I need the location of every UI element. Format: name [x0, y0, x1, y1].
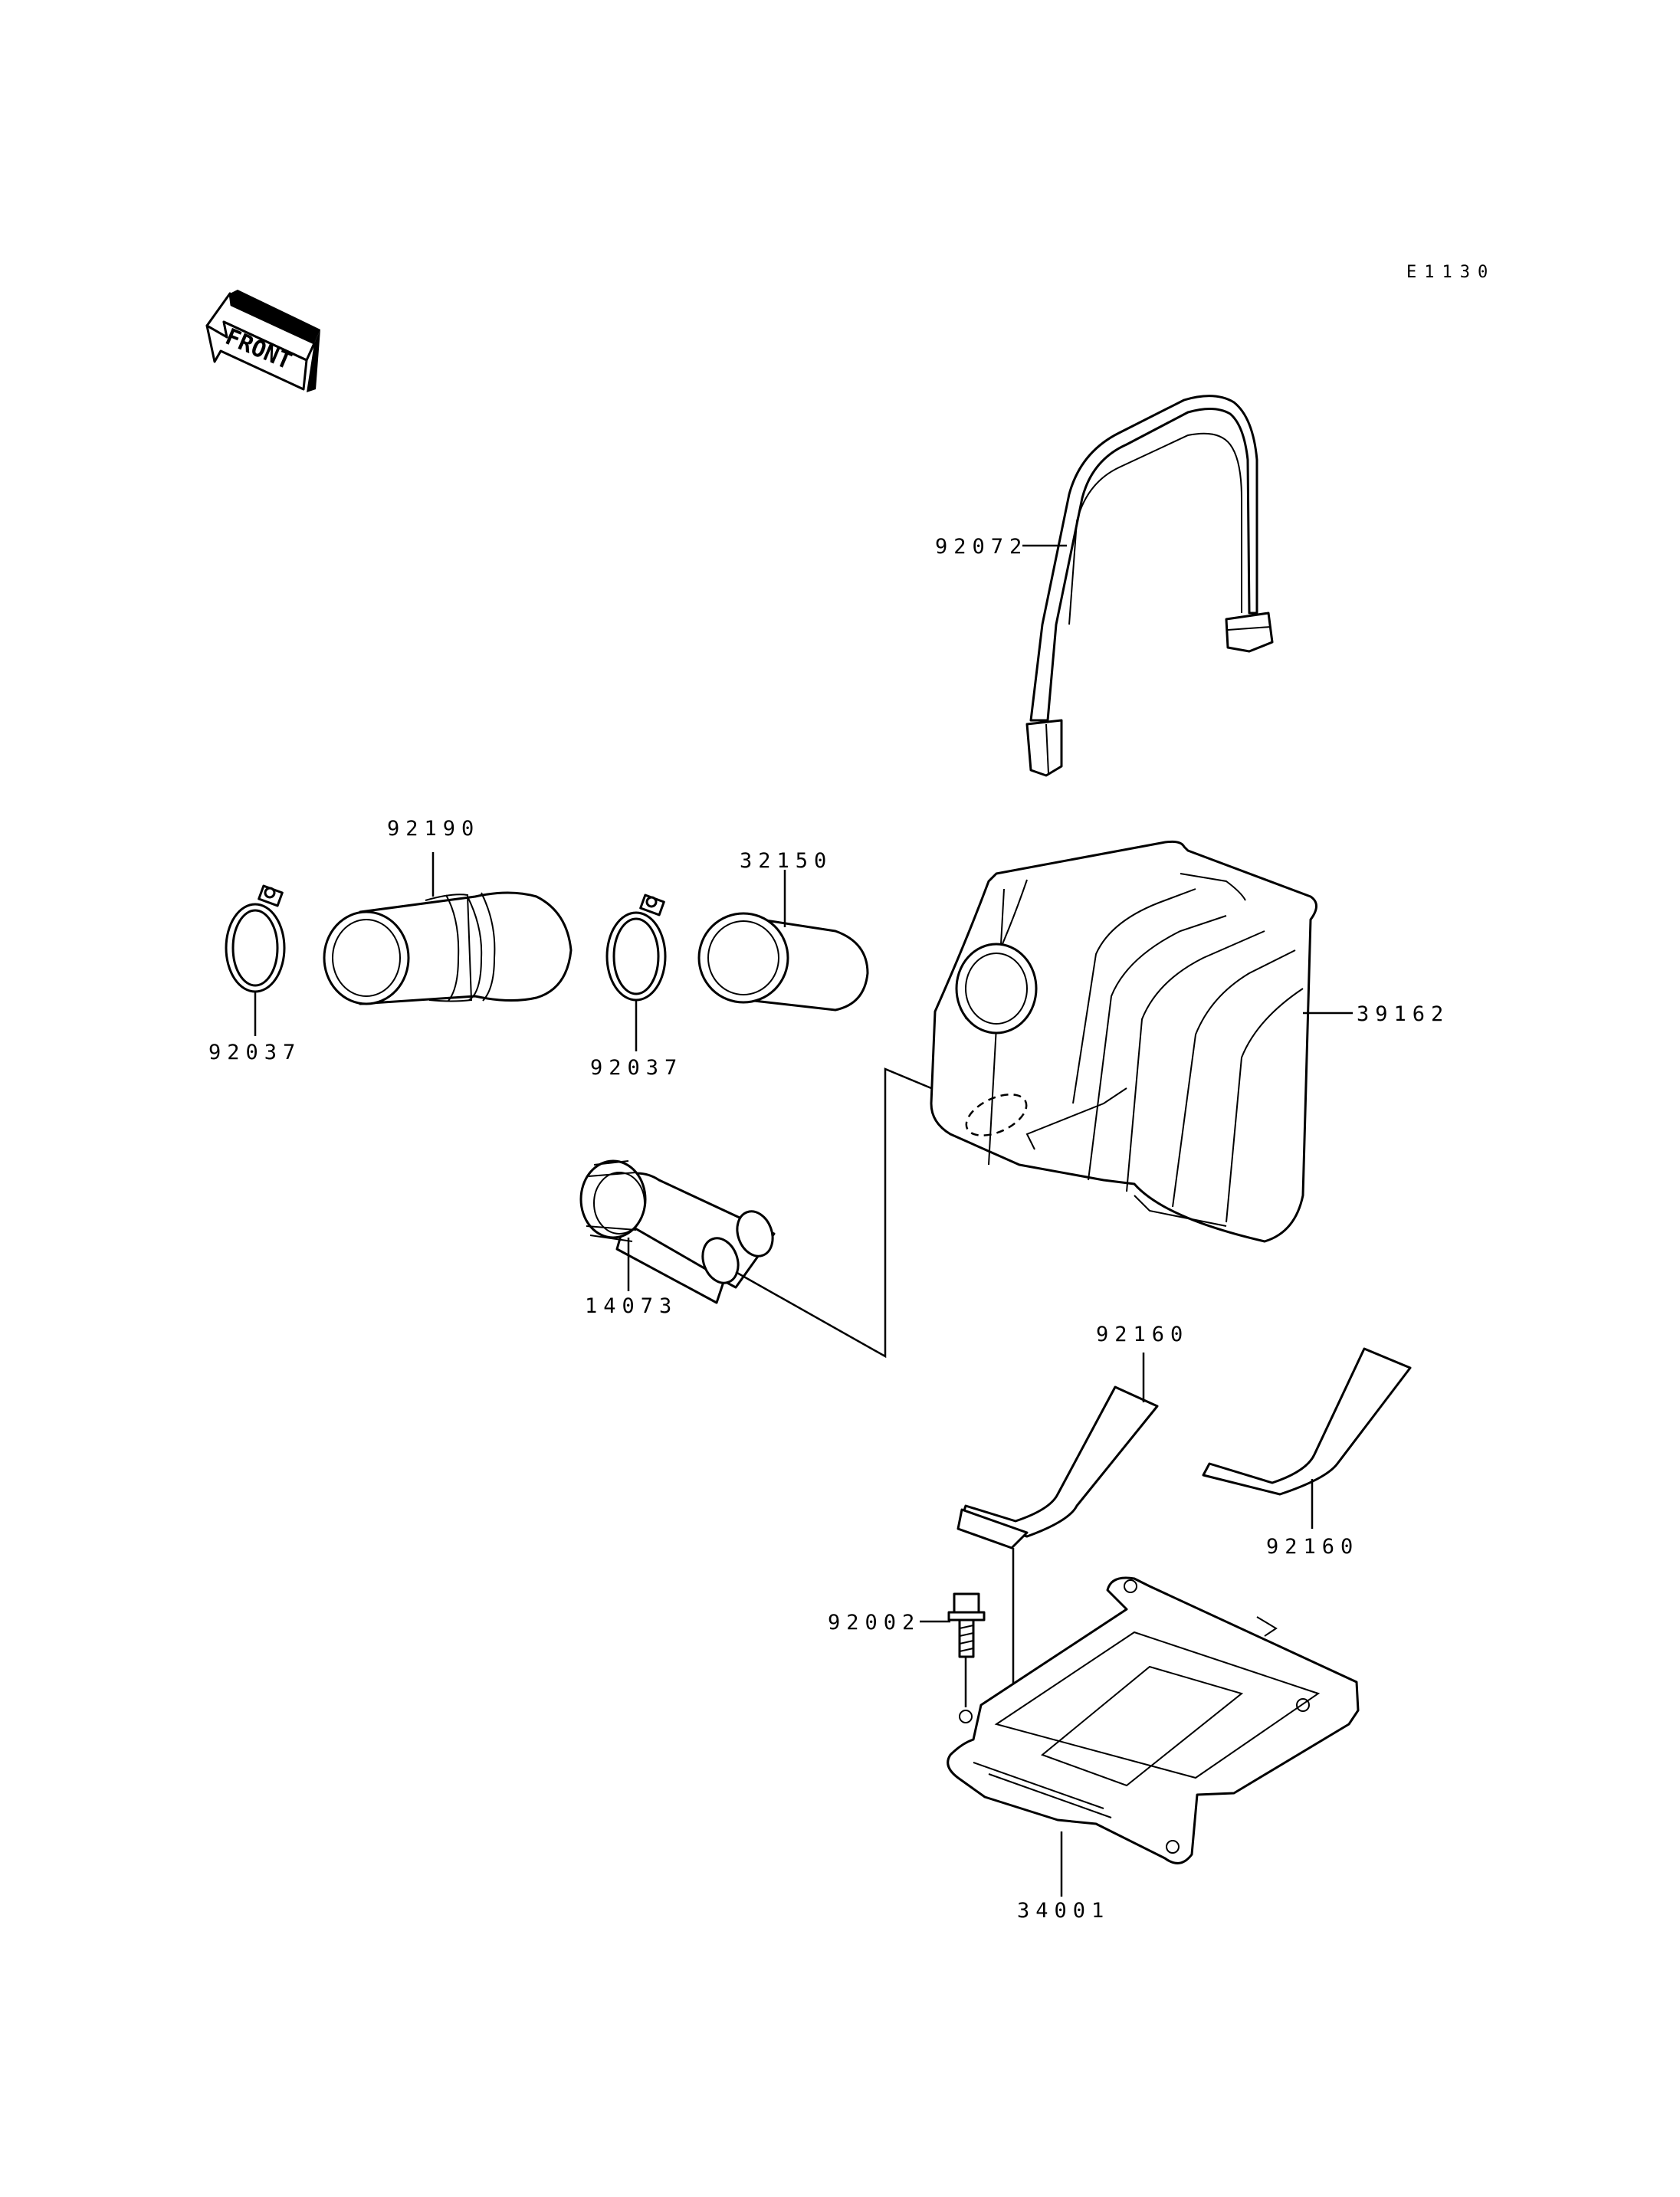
tray-34001 [947, 1576, 1360, 1864]
bolt-92002 [947, 1592, 986, 1658]
pad-92160-right [1202, 1347, 1412, 1496]
part-label-14073: 14073 [585, 1294, 678, 1318]
part-label-34001: 34001 [1017, 1899, 1110, 1923]
part-label-92160-top: 92160 [1096, 1323, 1189, 1346]
duct-92190 [323, 891, 573, 1005]
diagram-code: E1130 [1406, 263, 1495, 282]
part-label-92160-right: 92160 [1266, 1535, 1359, 1559]
strap-92072 [1025, 395, 1274, 777]
part-label-92037-left: 92037 [208, 1041, 301, 1064]
part-label-39162: 39162 [1357, 1002, 1449, 1026]
front-arrow-icon: FRONT [205, 290, 320, 392]
part-label-32150: 32150 [740, 849, 832, 873]
pad-92160-top [956, 1385, 1159, 1549]
clamp-92037-mid [605, 894, 667, 1002]
clamp-92037-left [225, 884, 286, 993]
pipe-14073 [579, 1159, 776, 1304]
part-label-92037-mid: 92037 [590, 1056, 683, 1080]
part-label-92002: 92002 [828, 1611, 920, 1635]
sleeve-32150 [697, 912, 869, 1012]
airbox-39162 [930, 840, 1317, 1243]
part-label-92190: 92190 [387, 817, 480, 841]
part-label-92072: 92072 [935, 535, 1028, 559]
